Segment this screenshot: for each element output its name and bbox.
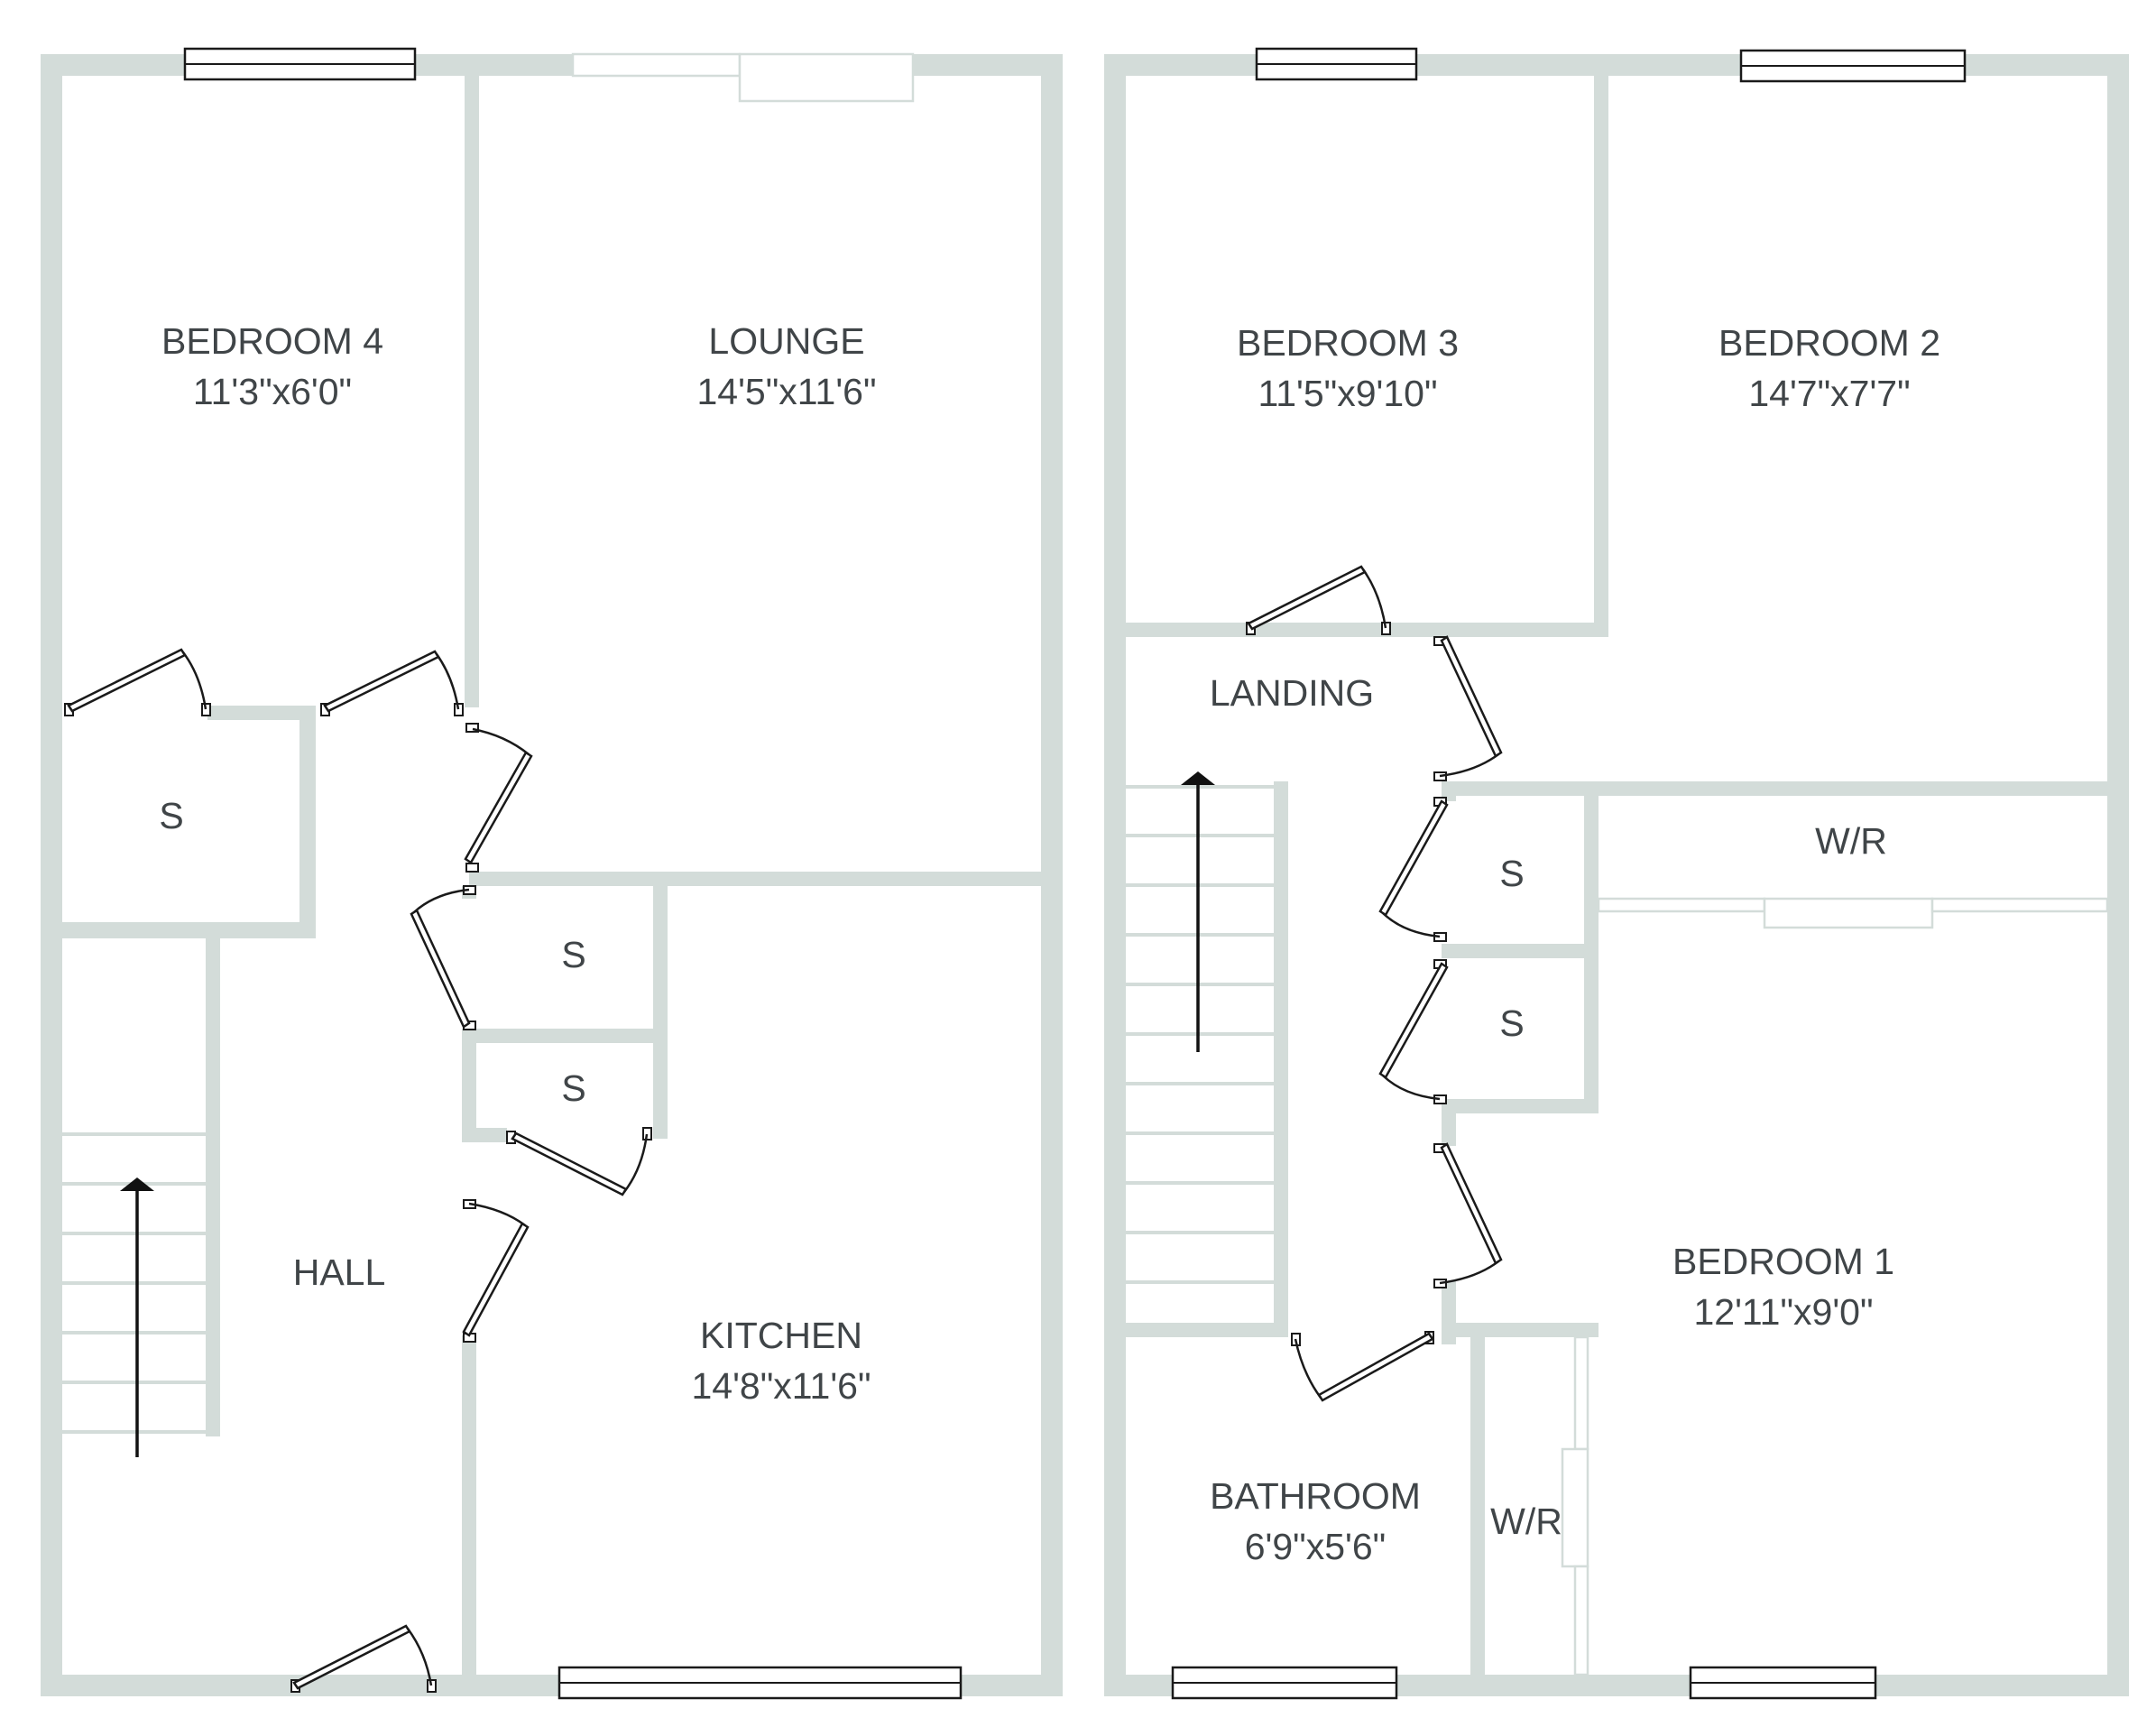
bedroom2-size: 14'7"x7'7" <box>1748 373 1910 414</box>
bedroom4-name: BEDROOM 4 <box>161 320 383 362</box>
door <box>1291 1331 1434 1402</box>
ground-floor-plan: BEDROOM 4 11'3"x6'0" LOUNGE 14'5"x11'6" … <box>41 47 1063 1700</box>
kitchen-name: KITCHEN <box>700 1315 862 1356</box>
wardrobe-label: W/R <box>1490 1501 1562 1542</box>
wardrobe-sliding-doors <box>1561 1335 1589 1676</box>
bedroom4-size: 11'3"x6'0" <box>193 371 352 412</box>
wardrobe-sliding-doors <box>1597 897 2109 929</box>
front-door <box>290 1624 437 1693</box>
ground-floor-stairs <box>62 1132 206 1457</box>
kitchen-size: 14'8"x11'6" <box>691 1365 871 1407</box>
ground-floor-walls <box>41 54 1063 1696</box>
ground-floor-windows <box>183 47 963 1700</box>
bedroom3-name: BEDROOM 3 <box>1237 322 1459 364</box>
door <box>410 885 476 1030</box>
door <box>506 1127 652 1196</box>
first-floor-windows <box>1171 47 1967 1700</box>
landing-name: LANDING <box>1210 672 1374 714</box>
first-floor-walls <box>1104 54 2129 1696</box>
bedroom1-window <box>1689 1666 1877 1700</box>
first-floor-stairs <box>1126 771 1274 1284</box>
kitchen-window <box>557 1666 963 1700</box>
lounge-name: LOUNGE <box>708 320 864 362</box>
door <box>1433 635 1503 781</box>
bathroom-name: BATHROOM <box>1210 1475 1421 1517</box>
bedroom4-window <box>183 47 417 81</box>
door <box>1246 565 1391 635</box>
bedroom3-size: 11'5"x9'10" <box>1258 373 1437 414</box>
lounge-sliding-door <box>571 52 915 103</box>
door <box>1433 1142 1503 1288</box>
door <box>462 1199 530 1343</box>
store-label: S <box>561 1067 585 1109</box>
first-floor-doors <box>1246 565 1503 1402</box>
first-floor-plan: BEDROOM 3 11'5"x9'10" BEDROOM 2 14'7"x7'… <box>1104 47 2129 1700</box>
ground-floor-labels: BEDROOM 4 11'3"x6'0" LOUNGE 14'5"x11'6" … <box>159 320 876 1407</box>
door <box>64 648 211 716</box>
bathroom-window <box>1171 1666 1398 1700</box>
bedroom2-name: BEDROOM 2 <box>1718 322 1940 364</box>
bedroom1-name: BEDROOM 1 <box>1672 1241 1894 1282</box>
lounge-size: 14'5"x11'6" <box>696 371 876 412</box>
bathroom-size: 6'9"x5'6" <box>1245 1526 1386 1567</box>
first-floor-wardrobes <box>1561 897 2109 1676</box>
hall-name: HALL <box>293 1251 386 1293</box>
door <box>1378 797 1449 942</box>
store-label: S <box>1499 853 1524 894</box>
bedroom1-size: 12'11"x9'0" <box>1693 1291 1873 1333</box>
bedroom3-window <box>1255 47 1418 81</box>
bedroom2-window <box>1739 49 1967 83</box>
door <box>464 723 533 873</box>
store-label: S <box>561 934 585 975</box>
first-floor-labels: BEDROOM 3 11'5"x9'10" BEDROOM 2 14'7"x7'… <box>1210 322 1940 1567</box>
store-label: S <box>1499 1002 1524 1044</box>
door <box>1378 959 1449 1104</box>
door <box>320 650 464 716</box>
ground-floor-doors <box>64 648 652 1693</box>
store-label: S <box>159 795 183 836</box>
wardrobe-label: W/R <box>1815 820 1887 862</box>
